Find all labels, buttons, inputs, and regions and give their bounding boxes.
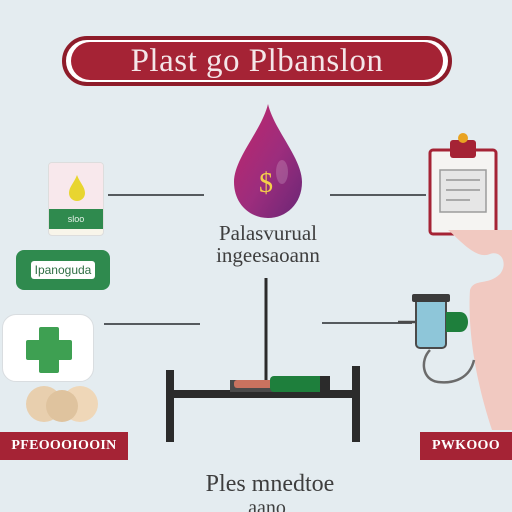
footer-line2: aano (248, 497, 286, 512)
footer-line1: Ples mnedtoe (205, 471, 335, 497)
pharmacy-badge-label: Ipanoguda (30, 261, 96, 279)
arm-illustration (448, 230, 512, 430)
blood-pressure-monitor-icon (398, 294, 476, 384)
droplet-icon: $ (234, 104, 302, 218)
title-banner: Plast go Plbanslon (62, 36, 452, 86)
pharmacy-badge: Ipanoguda (16, 250, 110, 290)
hospital-bed-icon (166, 278, 360, 442)
clipboard-icon (428, 133, 498, 236)
connector-left-bottom (104, 323, 200, 325)
left-banner: PFEOOOIOOIN (0, 432, 128, 460)
drop-symbol: $ (259, 168, 273, 199)
medical-cross-icon (26, 327, 72, 373)
connector-right-bottom (322, 322, 412, 324)
page-title: Plast go Plbanslon (71, 42, 443, 80)
liquid-drop-icon (69, 175, 85, 201)
footer-text: Ples mnedtoe (160, 470, 380, 498)
center-label: Palasvurual ingeesaoann (178, 222, 358, 266)
connector-right-top (330, 194, 426, 196)
center-label-line1: Palasvurual (219, 221, 317, 245)
first-aid-kit (2, 314, 94, 382)
pills-icon (26, 386, 98, 422)
connector-left-top (108, 194, 204, 196)
medicine-box: sloo (48, 162, 104, 236)
right-banner: PWKOOO (420, 432, 512, 460)
center-label-line2: ingeesaoann (216, 243, 320, 267)
medicine-box-label: sloo (49, 209, 103, 229)
